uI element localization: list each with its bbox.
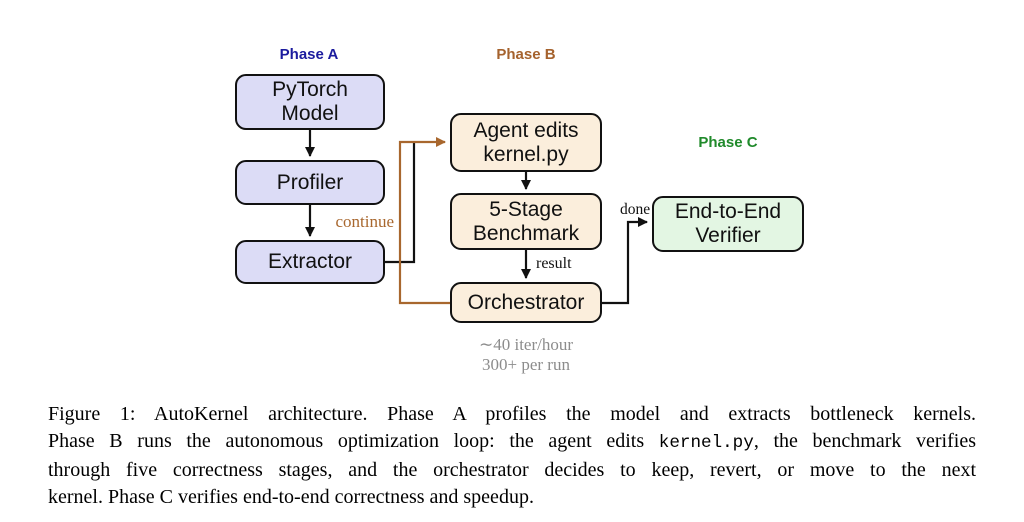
caption-line-2-post: , the benchmark verifies xyxy=(753,430,976,452)
caption-line-3: through five correctness stages, and the… xyxy=(48,459,976,481)
caption-line-4: kernel. Phase C verifies end-to-end corr… xyxy=(48,486,534,508)
node-label: 5-Stage xyxy=(489,197,563,221)
node-label: Extractor xyxy=(267,250,353,274)
diagram-connectors xyxy=(304,130,649,305)
node-label: Benchmark xyxy=(472,221,580,245)
node-extractor: Extractor xyxy=(235,240,385,284)
caption-line-2-code: kernel.py xyxy=(658,433,754,453)
phase-b-label: Phase B xyxy=(496,46,556,63)
node-profiler: Profiler xyxy=(235,160,385,205)
edge-label-result: result xyxy=(536,255,572,272)
arrow-orchestrator-to-verifier xyxy=(602,216,649,305)
node-end-to-end-verifier: End-to-End Verifier xyxy=(652,196,804,252)
line-extractor-to-loop xyxy=(385,142,416,264)
node-label: Profiler xyxy=(276,170,344,194)
phase-a-label: Phase A xyxy=(279,46,339,63)
node-label: End-to-End xyxy=(674,200,782,224)
edge-label-continue: continue xyxy=(335,212,394,231)
node-5-stage-benchmark: 5-Stage Benchmark xyxy=(450,193,602,250)
node-agent-edits-kernel: Agent edits kernel.py xyxy=(450,113,602,172)
caption-line-2: Phase B runs the autonomous optimization… xyxy=(48,428,976,457)
node-label: Agent edits xyxy=(473,118,579,142)
figure-caption: Figure 1: AutoKernel architecture. Phase… xyxy=(48,401,976,511)
stats-run-count: 300+ per run xyxy=(482,355,570,374)
caption-line-1: Figure 1: AutoKernel architecture. Phase… xyxy=(48,403,976,425)
node-orchestrator: Orchestrator xyxy=(450,282,602,323)
architecture-diagram: Phase A Phase B Phase C PyTorch Model Pr… xyxy=(235,46,804,375)
node-label: kernel.py xyxy=(483,142,569,166)
node-label: Orchestrator xyxy=(467,290,585,314)
stats-iter-rate: ∼40 iter/hour xyxy=(478,335,574,354)
phase-c-label: Phase C xyxy=(698,134,758,151)
node-pytorch-model: PyTorch Model xyxy=(235,74,385,130)
caption-line-2-pre: Phase B runs the autonomous optimization… xyxy=(48,430,659,452)
orchestrator-stats: ∼40 iter/hour 300+ per run xyxy=(440,335,612,375)
node-label: Verifier xyxy=(695,224,761,247)
node-label: Model xyxy=(281,102,339,125)
edge-label-done: done xyxy=(620,201,651,218)
node-label: PyTorch xyxy=(272,78,348,102)
arrow-continue-loop xyxy=(398,136,450,305)
